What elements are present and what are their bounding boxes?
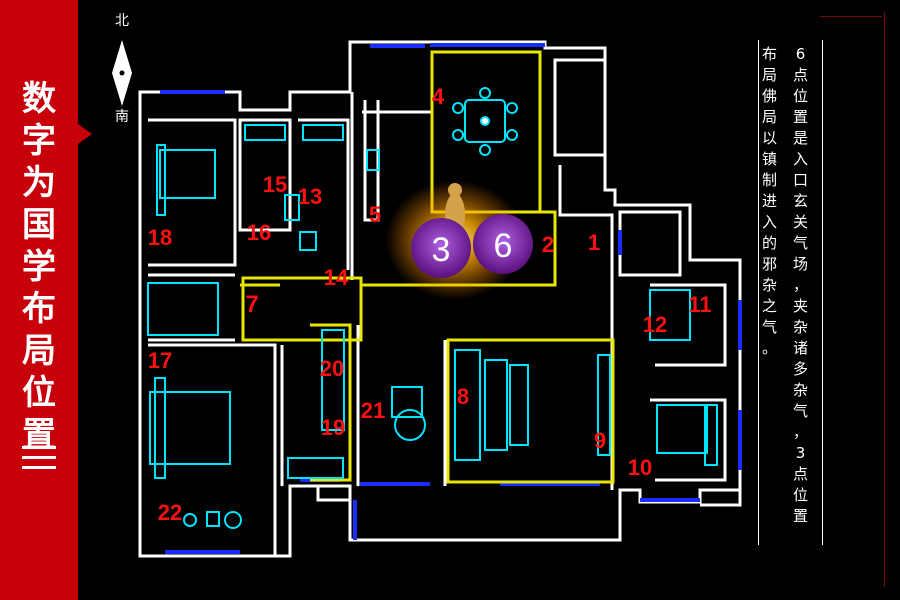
- note-divider-left: [758, 40, 759, 545]
- compass-north-label: 北: [115, 13, 129, 29]
- room-number-11: 11: [688, 292, 711, 317]
- room-number-9: 9: [594, 428, 606, 453]
- room-number-22: 22: [158, 500, 182, 525]
- orb-6: [473, 214, 533, 274]
- note-column-2: 布局佛局以镇制进入的邪杂之气。: [762, 45, 778, 357]
- room-number-21: 21: [361, 398, 385, 423]
- frame-top-line: [820, 16, 882, 17]
- room-number-10: 10: [628, 455, 652, 480]
- room-number-5: 5: [369, 202, 381, 227]
- room-number-19: 19: [321, 415, 345, 440]
- room-number-14: 14: [324, 265, 349, 290]
- room-number-4: 4: [432, 84, 445, 109]
- room-number-13: 13: [298, 184, 322, 209]
- walls: [138, 40, 742, 558]
- compass-needle-icon: [112, 40, 132, 106]
- room-number-2: 2: [542, 232, 554, 257]
- highlight-number-6: 6: [494, 227, 513, 265]
- room-number-16: 16: [247, 220, 271, 245]
- furniture: [147, 87, 718, 529]
- room-number-12: 12: [643, 312, 667, 337]
- highlight-number-3: 3: [432, 231, 451, 269]
- compass-south-label: 南: [115, 109, 129, 125]
- sidebar-pointer: [78, 124, 92, 144]
- room-number-15: 15: [263, 172, 287, 197]
- room-number-1: 1: [588, 230, 600, 255]
- room-number-17: 17: [148, 348, 172, 373]
- sidebar: 数字为国学布局位置: [0, 0, 78, 600]
- sidebar-mark-icon: [22, 446, 56, 476]
- highlight-walls: [240, 50, 615, 484]
- room-number-20: 20: [320, 356, 344, 381]
- room-number-18: 18: [148, 225, 172, 250]
- compass: 北 南: [102, 10, 142, 125]
- orb-3: [411, 218, 471, 278]
- note-divider-right: [822, 40, 823, 545]
- room-number-8: 8: [457, 384, 469, 409]
- frame-right-line: [884, 12, 885, 587]
- room-number-7: 7: [245, 291, 258, 318]
